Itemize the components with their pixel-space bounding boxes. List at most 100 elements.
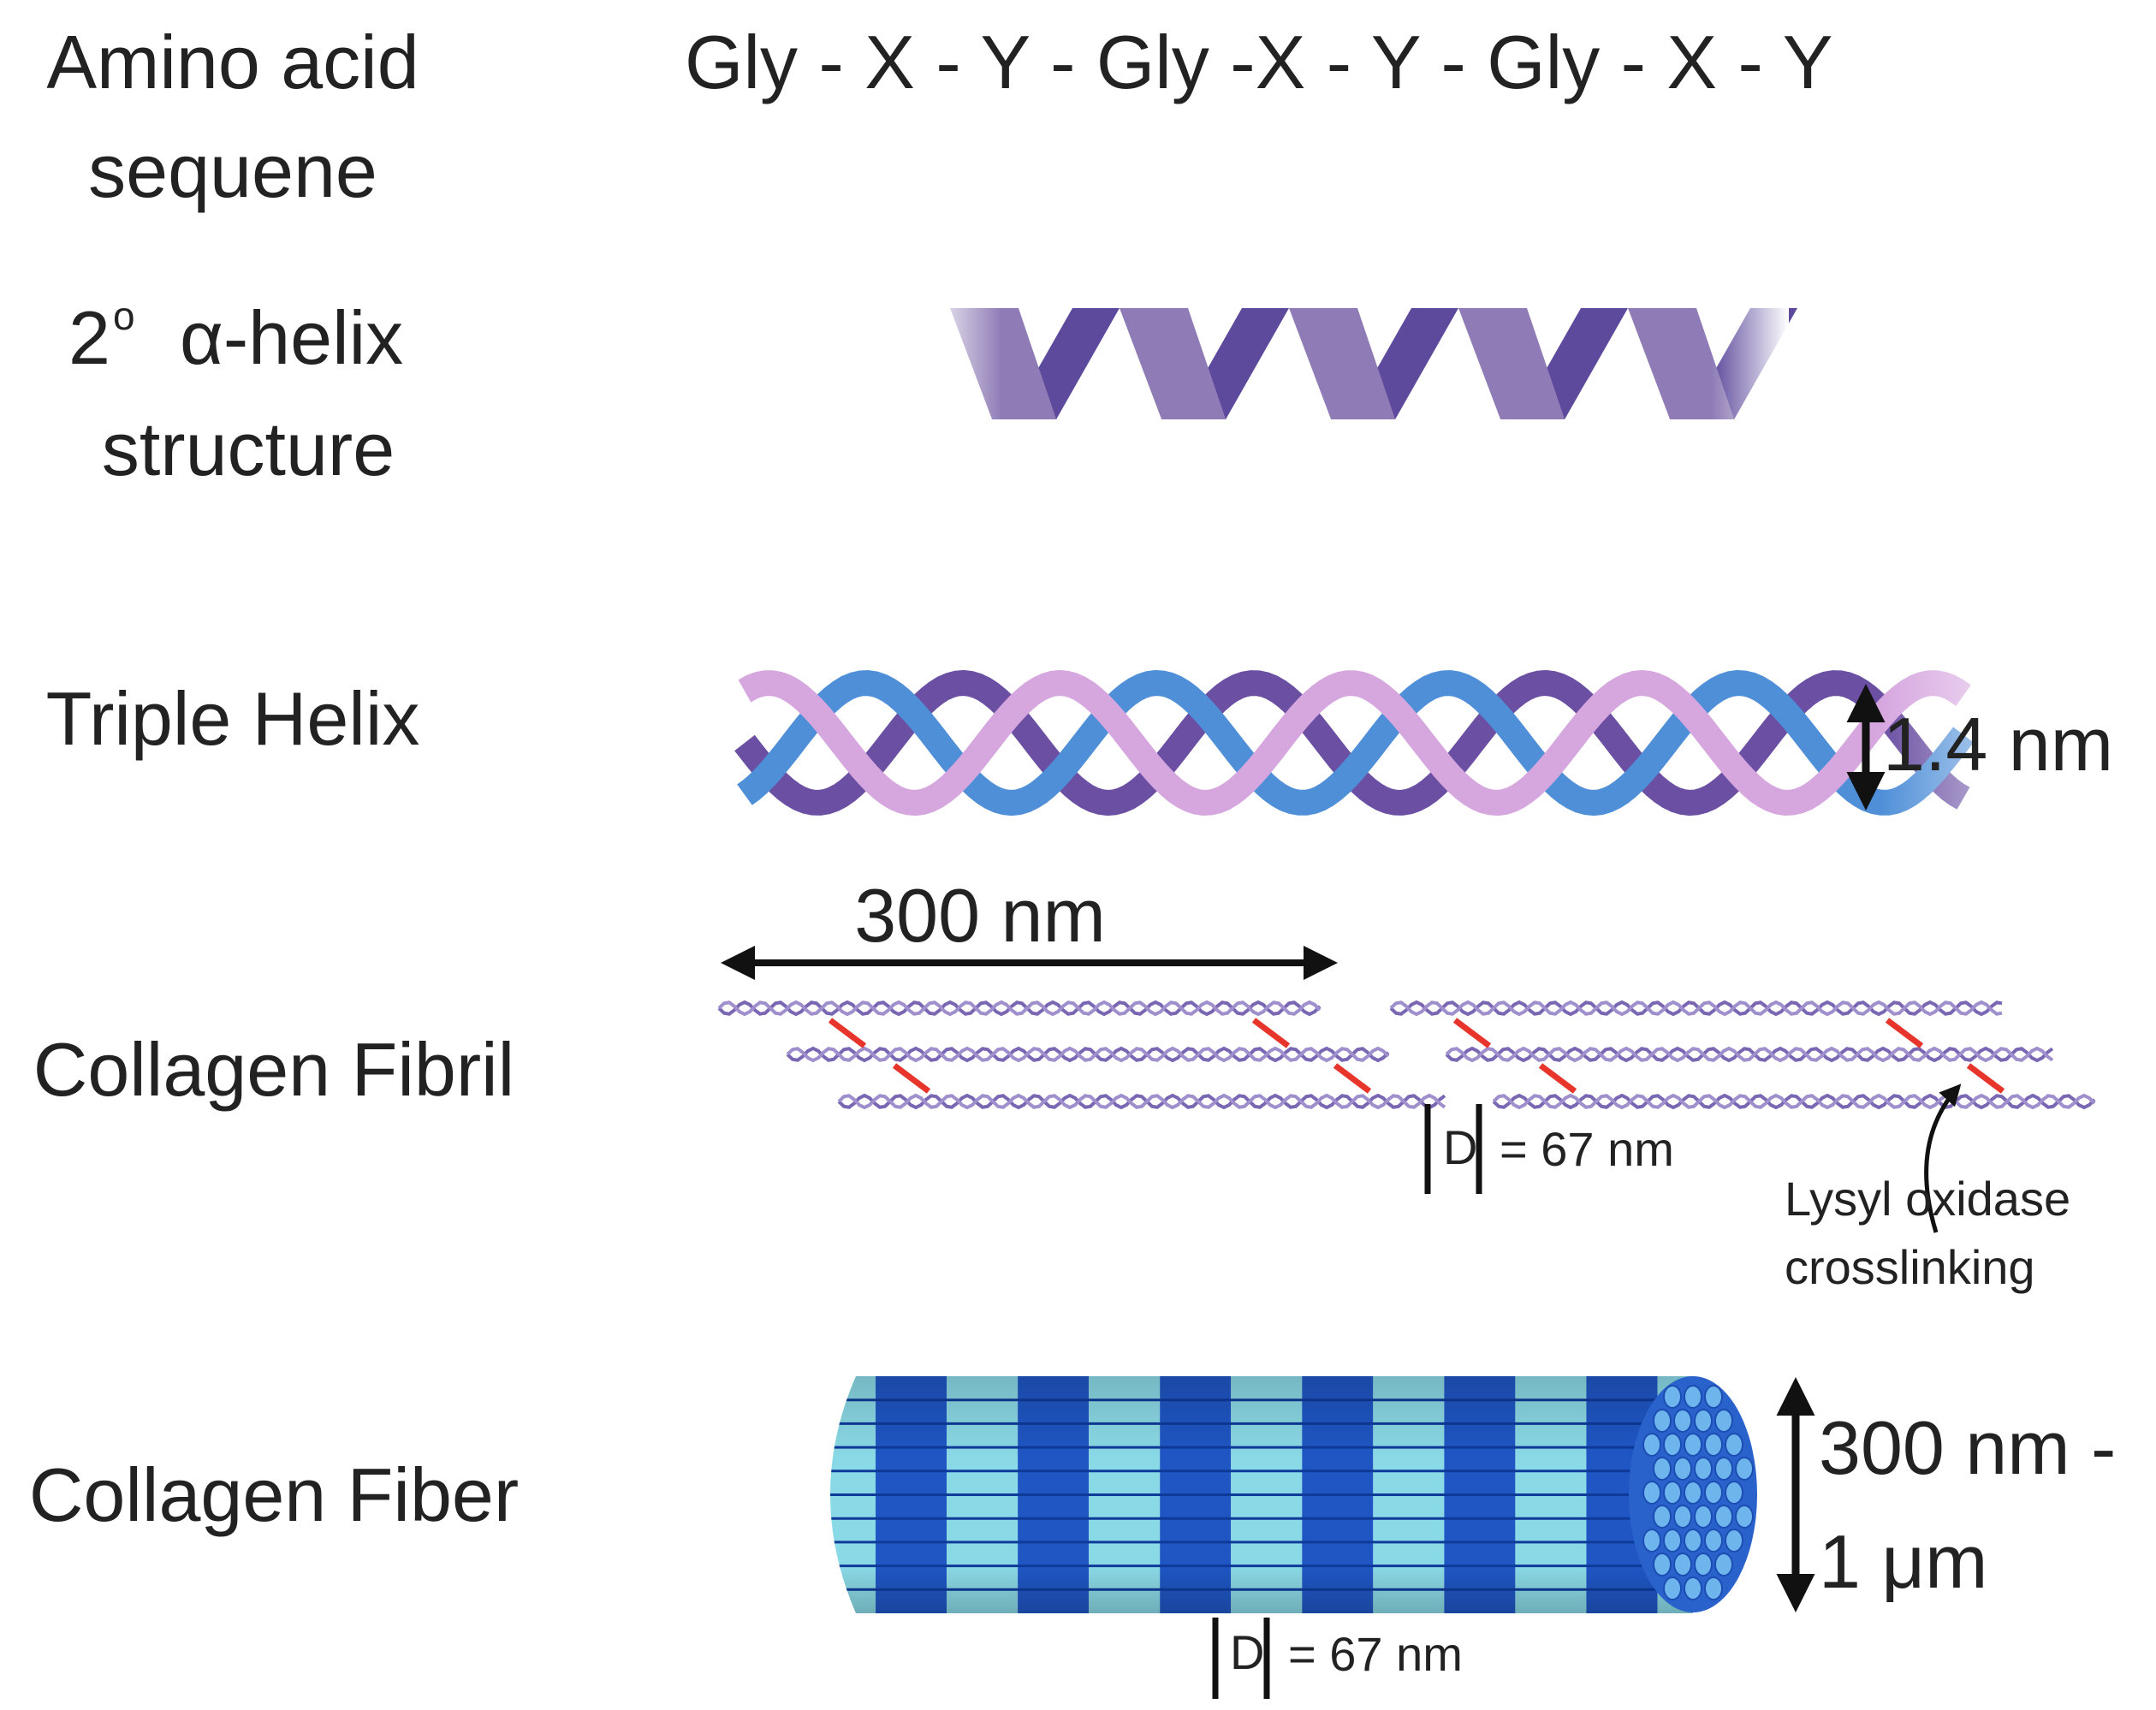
- fibril-cross-section: [1653, 1505, 1672, 1529]
- fibril-cross-section: [1704, 1576, 1723, 1600]
- sequence-row: Amino acid sequene Gly - X - Y - Gly -X …: [46, 20, 1832, 213]
- fibril-cross-section: [1714, 1457, 1733, 1481]
- tropocollagen-molecules: [717, 1000, 2096, 1110]
- crosslink-bond: [892, 1063, 931, 1094]
- triple-helix-fade: [1592, 650, 2071, 830]
- fibril-cross-section: [1684, 1433, 1702, 1457]
- fibril-cross-section: [1714, 1553, 1733, 1576]
- helix-front-segment: [1120, 308, 1226, 419]
- crosslink-label-line1: Lysyl oxidase: [1785, 1172, 2070, 1226]
- fibril-cross-section: [1725, 1529, 1743, 1553]
- fibril-cross-section: [1735, 1505, 1754, 1529]
- fibril-cross-section: [1704, 1481, 1723, 1505]
- triple-helix-diameter: 1.4 nm: [1883, 702, 2113, 787]
- helix-fade-left: [924, 300, 1001, 428]
- fibril-cross-section: [1704, 1433, 1723, 1457]
- fibril-cross-section: [1704, 1529, 1723, 1553]
- collagen-fiber-bundle: [830, 1376, 1757, 1613]
- fibril-cross-section: [1642, 1529, 1661, 1553]
- molecule-length: 300 nm: [854, 873, 1106, 958]
- fibril-molecule-strand: [1492, 1093, 2096, 1110]
- secondary-label-line2: structure: [102, 407, 395, 491]
- sequence-label-line2: sequene: [88, 128, 377, 213]
- fibril-cross-section: [1684, 1576, 1702, 1600]
- fibril-cross-section: [1684, 1481, 1702, 1505]
- fiber-diameter-line2: 1 μm: [1819, 1519, 1987, 1604]
- fibril-cross-section: [1694, 1457, 1713, 1481]
- crosslink-bond: [828, 1018, 867, 1048]
- fibril-d-value: = 67 nm: [1500, 1122, 1674, 1176]
- fibril-cross-section: [1673, 1553, 1692, 1576]
- fibril-cross-section: [1725, 1433, 1743, 1457]
- fibril-cross-section: [1684, 1529, 1702, 1553]
- triple-helix-label: Triple Helix: [46, 676, 420, 761]
- fibril-cross-section: [1653, 1409, 1672, 1433]
- fibril-cross-section: [1673, 1505, 1692, 1529]
- fibril-molecule-strand: [1492, 1093, 2096, 1110]
- fibril-cross-section: [1714, 1409, 1733, 1433]
- fibril-cross-section: [1714, 1505, 1733, 1529]
- fibril-cross-section: [1725, 1481, 1743, 1505]
- fibril-cross-section: [1704, 1385, 1723, 1409]
- fiber-end-cap: [1629, 1376, 1757, 1612]
- fibril-molecule-strand: [837, 1093, 1446, 1110]
- crosslink-bond: [1885, 1018, 1924, 1048]
- fibril-cross-section: [1642, 1433, 1661, 1457]
- helix-fade-right: [1712, 300, 1789, 428]
- fibril-molecule-strand: [786, 1046, 1390, 1063]
- fibril-cross-section: [1663, 1385, 1682, 1409]
- fibril-cross-section: [1663, 1529, 1682, 1553]
- fibril-label: Collagen Fibril: [33, 1027, 514, 1112]
- crosslink-bond: [1966, 1063, 2005, 1094]
- fibril-cross-section: [1663, 1576, 1682, 1600]
- fibril-molecule-strand: [1445, 1046, 2054, 1063]
- fibril-cross-section: [1694, 1553, 1713, 1576]
- collagen-fiber-row: Collagen Fiber 300 nm - 1 μm D = 67 nm: [29, 1376, 2116, 1699]
- fibril-molecule-strand: [1389, 1000, 2003, 1017]
- fibril-molecule-strand: [786, 1046, 1390, 1063]
- secondary-structure-row: 2 o α-helix structure: [68, 294, 1797, 491]
- helix-front-segment: [1289, 308, 1396, 419]
- fibril-cross-section: [1653, 1457, 1672, 1481]
- crosslink-label-line2: crosslinking: [1785, 1240, 2035, 1294]
- fiber-label: Collagen Fiber: [29, 1452, 519, 1537]
- helix-front-segment: [1458, 308, 1565, 419]
- secondary-label-prefix: 2: [68, 295, 110, 380]
- fibril-cross-section: [1663, 1433, 1682, 1457]
- fibril-cross-section: [1653, 1553, 1672, 1576]
- fiber-d-value: = 67 nm: [1288, 1627, 1463, 1681]
- crosslink-bond: [1251, 1018, 1291, 1048]
- helix-front-segment: [1628, 308, 1735, 419]
- alpha-helix-ribbon: [924, 300, 1797, 428]
- fibril-cross-section: [1663, 1481, 1682, 1505]
- crosslinks: [828, 1018, 2005, 1094]
- fiber-diameter-line1: 300 nm -: [1819, 1405, 2116, 1490]
- crosslink-bond: [1538, 1063, 1577, 1094]
- fibril-cross-section: [1684, 1385, 1702, 1409]
- collagen-fibril-row: Collagen Fibril 300 nm D = 67 nm Lysyl o…: [33, 873, 2096, 1294]
- fibril-molecule-strand: [1445, 1046, 2054, 1063]
- fibril-cross-section: [1694, 1505, 1713, 1529]
- crosslink-bond: [1333, 1063, 1372, 1094]
- fibril-d-letter: D: [1443, 1120, 1477, 1174]
- fibril-cross-section: [1642, 1481, 1661, 1505]
- fibril-cross-section: [1673, 1457, 1692, 1481]
- crosslink-pointer-arrow: [1924, 1084, 1962, 1233]
- secondary-label-line1: α-helix: [180, 295, 403, 380]
- amino-acid-sequence: Gly - X - Y - Gly -X - Y - Gly - X - Y: [685, 20, 1832, 104]
- crosslink-bond: [1452, 1018, 1492, 1048]
- fibril-cross-section: [1735, 1457, 1754, 1481]
- fibril-cross-section: [1673, 1409, 1692, 1433]
- fibril-molecule-strand: [837, 1093, 1446, 1110]
- sequence-label-line1: Amino acid: [46, 20, 419, 104]
- secondary-label-degree: o: [113, 294, 135, 338]
- fibril-molecule-strand: [717, 1000, 1322, 1017]
- fiber-d-letter: D: [1230, 1625, 1264, 1679]
- fibril-cross-section: [1694, 1409, 1713, 1433]
- fibril-molecule-strand: [717, 1000, 1322, 1017]
- fiber-shading: [830, 1376, 1693, 1613]
- triple-helix-row: Triple Helix 1.4 nm: [46, 650, 2113, 830]
- fiber-body: [830, 1376, 1693, 1613]
